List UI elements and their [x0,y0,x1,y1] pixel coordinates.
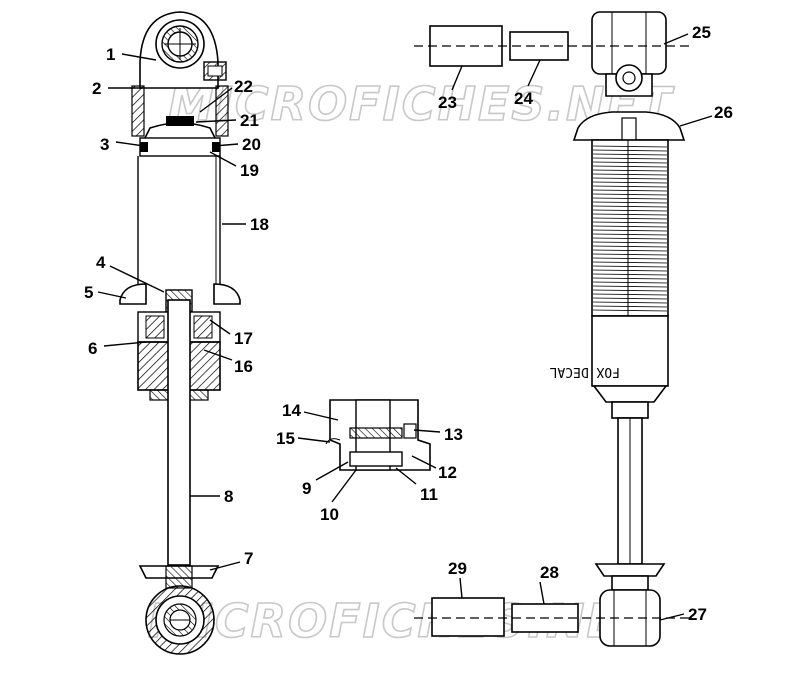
callout-12: 12 [438,463,457,482]
callout-9: 9 [302,479,311,498]
spring-retainer-left [119,283,147,305]
thread-line [592,277,668,280]
thread-line [592,285,668,288]
callout-3: 3 [100,135,109,154]
callout-4: 4 [96,253,106,272]
thread-line [592,301,668,304]
thread-line [592,297,668,300]
spring-retainer-right [213,283,241,305]
thread-line [592,153,668,156]
callout-24: 24 [514,89,533,108]
callout-20: 20 [242,135,261,154]
callout-6: 6 [88,339,97,358]
thread-line [592,241,668,244]
callout-5: 5 [84,283,93,302]
thread-line [592,237,668,240]
callout-27: 27 [688,605,707,624]
thread-line [592,281,668,284]
callout-23: 23 [438,93,457,112]
callout-2: 2 [92,79,101,98]
thread-line [592,209,668,212]
thread-line [592,273,668,276]
thread-line [592,157,668,160]
thread-line [592,309,668,312]
sectional-shock [119,11,241,655]
thread-line [592,269,668,272]
thread-line [592,189,668,192]
thread-line [592,293,668,296]
thread-line [592,265,668,268]
shaft [167,299,191,566]
thread-line [592,289,668,292]
callout-13: 13 [444,425,463,444]
thread-line [592,225,668,228]
lower-body [591,315,669,387]
thread-line [592,305,668,308]
thread-line [592,193,668,196]
thread-line [592,253,668,256]
thread-line [592,245,668,248]
seal-screw [403,423,417,439]
thread-line [592,229,668,232]
thread-lines [592,145,668,312]
callout-25: 25 [692,23,711,42]
callout-11: 11 [420,485,438,504]
callout-10: 10 [320,505,339,524]
thread-line [592,249,668,252]
callout-29: 29 [448,559,467,578]
piston-band [139,137,221,157]
callout-8: 8 [224,487,233,506]
thread-line [592,169,668,172]
thread-line [592,185,668,188]
thread-line [592,201,668,204]
callout-17: 17 [234,329,253,348]
thread-line [592,213,668,216]
thread-line [592,261,668,264]
thread-line [592,181,668,184]
thread-line [592,145,668,148]
seal-head-detail [325,399,431,471]
callout-22: 22 [234,77,253,96]
piston-seal [166,116,194,126]
spacers [414,25,694,637]
leader-lines [97,33,713,621]
seal-ring [349,427,403,439]
callout-14: 14 [282,401,301,420]
thread-line [592,257,668,260]
thread-line [592,149,668,152]
fox-decal: FOX DECAL [549,364,620,379]
thread-line [592,177,668,180]
thread-line [592,197,668,200]
thread-line [592,161,668,164]
callout-15: 15 [276,429,295,448]
watermark-bottom: MICROFICHES.NET [148,594,655,648]
callout-28: 28 [540,563,559,582]
thread-line [592,233,668,236]
thread-line [592,165,668,168]
callout-19: 19 [240,161,259,180]
callout-21: 21 [240,111,259,130]
callout-18: 18 [250,215,269,234]
thread-line [592,173,668,176]
thread-line [592,221,668,224]
thread-line [592,205,668,208]
callout-26: 26 [714,103,733,122]
callout-labels: 1 2 3 4 5 6 7 8 9 10 11 12 13 14 15 16 1… [84,23,733,624]
spacer-29 [431,597,505,637]
callout-7: 7 [244,549,253,568]
thread-line [592,217,668,220]
callout-16: 16 [234,357,253,376]
callout-1: 1 [106,45,115,64]
